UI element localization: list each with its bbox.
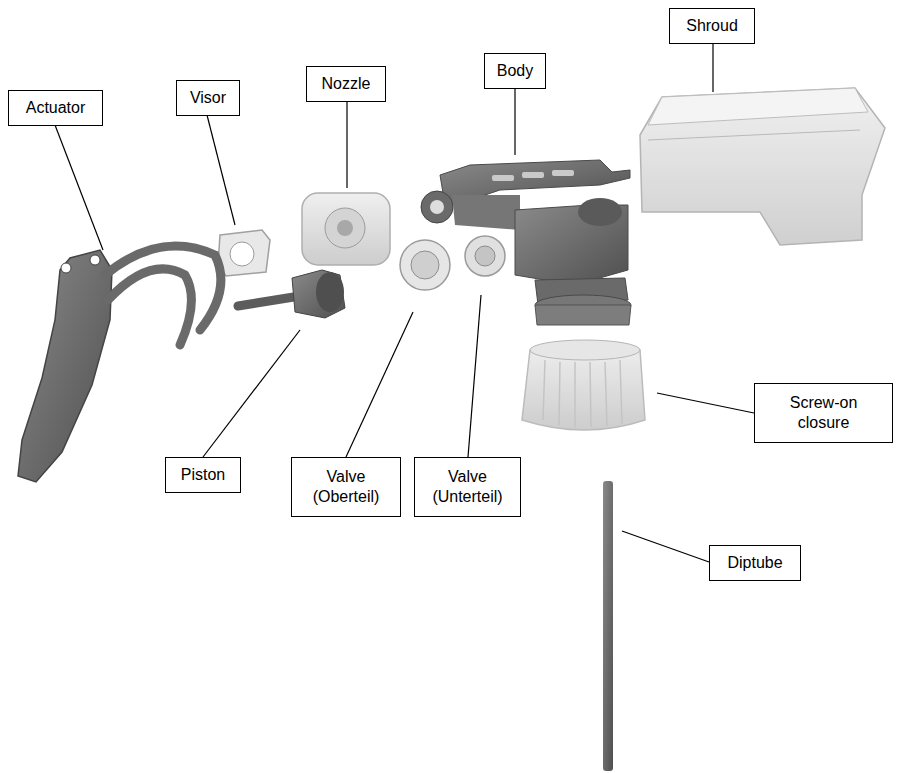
- part-name: Diptube: [727, 553, 782, 573]
- leader-line: [203, 330, 300, 457]
- label-box: Shroud: [669, 8, 755, 44]
- piston-part: [238, 270, 345, 318]
- part-name: Screw-on closure: [767, 393, 880, 433]
- part-name: Valve (Unterteil): [427, 467, 508, 507]
- closure-part: [522, 340, 645, 430]
- body-part: [421, 160, 631, 325]
- leader-line: [657, 393, 754, 413]
- shroud-part: [640, 88, 885, 245]
- label-box: Actuator: [8, 90, 103, 126]
- part-name: Body: [497, 61, 533, 81]
- leader-line: [346, 312, 413, 457]
- part-name: Actuator: [26, 98, 86, 118]
- label-box: Body: [484, 53, 546, 89]
- label-box: Visor: [176, 80, 240, 116]
- valve-lower-part: [465, 236, 505, 276]
- label-box: Piston: [165, 457, 241, 493]
- part-name: Visor: [190, 88, 226, 108]
- label-box: Screw-on closure: [754, 383, 893, 443]
- label-box: Nozzle: [306, 66, 386, 102]
- leader-line: [207, 115, 235, 225]
- part-name: Shroud: [686, 16, 738, 36]
- leader-line: [55, 125, 103, 250]
- nozzle-part: [302, 193, 390, 265]
- leader-line: [468, 295, 481, 457]
- visor-part: [218, 230, 270, 276]
- leader-line: [346, 101, 347, 188]
- label-box: Valve (Unterteil): [414, 457, 521, 517]
- leader-line: [712, 43, 713, 92]
- valve-upper-part: [400, 240, 450, 290]
- label-box: Diptube: [709, 545, 801, 581]
- label-box: Valve (Oberteil): [291, 457, 401, 517]
- leader-lines: [55, 43, 754, 562]
- part-name: Nozzle: [322, 74, 371, 94]
- leader-line: [622, 531, 709, 562]
- diptube-part: [603, 481, 613, 771]
- actuator-part: [18, 246, 221, 482]
- part-name: Valve (Oberteil): [304, 467, 388, 507]
- leader-line: [514, 88, 515, 155]
- part-name: Piston: [181, 465, 225, 485]
